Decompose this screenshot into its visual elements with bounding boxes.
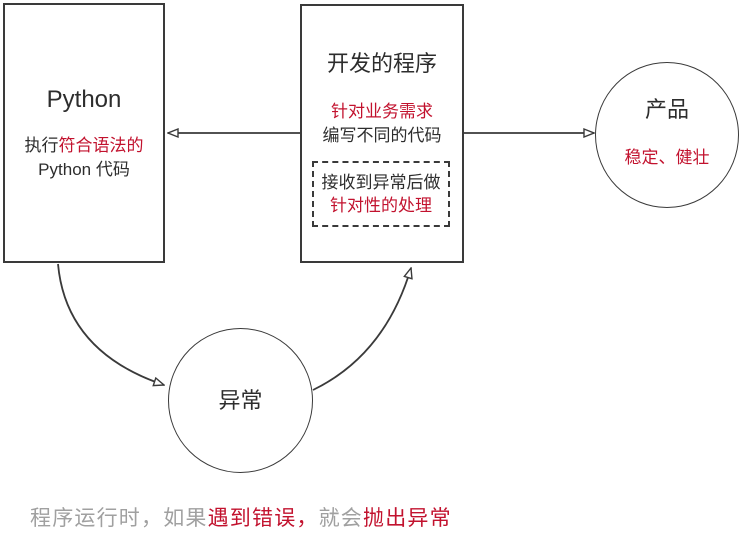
handler-line2: 针对性的处理 (330, 196, 432, 215)
python-node-title: Python (46, 86, 122, 113)
curve-exception-to-program (312, 268, 411, 391)
program-node-body: 针对业务需求 编写不同的代码 (302, 100, 462, 148)
caption-part3: 就会 (318, 507, 364, 530)
python-body-line1-black: 执行 (24, 136, 59, 155)
exception-node-title: 异常 (218, 387, 263, 413)
caption-part2: 遇到错误， (207, 507, 319, 530)
python-body-line1: 执行符合语法的 (5, 134, 163, 158)
exception-node: 异常 (168, 328, 313, 473)
program-node-title: 开发的程序 (326, 51, 437, 76)
program-node: 开发的程序 针对业务需求 编写不同的代码 接收到异常后做 针对性的处理 (300, 4, 464, 263)
exception-handler-box: 接收到异常后做 针对性的处理 (312, 161, 450, 227)
python-body-line2: Python 代码 (38, 160, 130, 179)
product-node: 产品 稳定、健壮 (595, 62, 739, 208)
caption-part4: 抛出异常 (363, 507, 452, 530)
program-body-line1: 针对业务需求 (331, 102, 433, 121)
curve-python-to-exception (57, 263, 164, 385)
python-body-line1-red: 符合语法的 (58, 136, 144, 155)
handler-line1: 接收到异常后做 (321, 173, 441, 192)
program-body-line2: 编写不同的代码 (322, 126, 442, 145)
caption: 程序运行时，如果遇到错误，就会抛出异常 (30, 506, 452, 532)
python-node: Python 执行符合语法的 Python 代码 (3, 3, 165, 263)
python-node-body: 执行符合语法的 Python 代码 (5, 134, 163, 182)
caption-part1: 程序运行时，如果 (30, 507, 208, 530)
product-node-title: 产品 (644, 97, 689, 122)
product-node-subtitle: 稳定、健壮 (624, 148, 710, 167)
